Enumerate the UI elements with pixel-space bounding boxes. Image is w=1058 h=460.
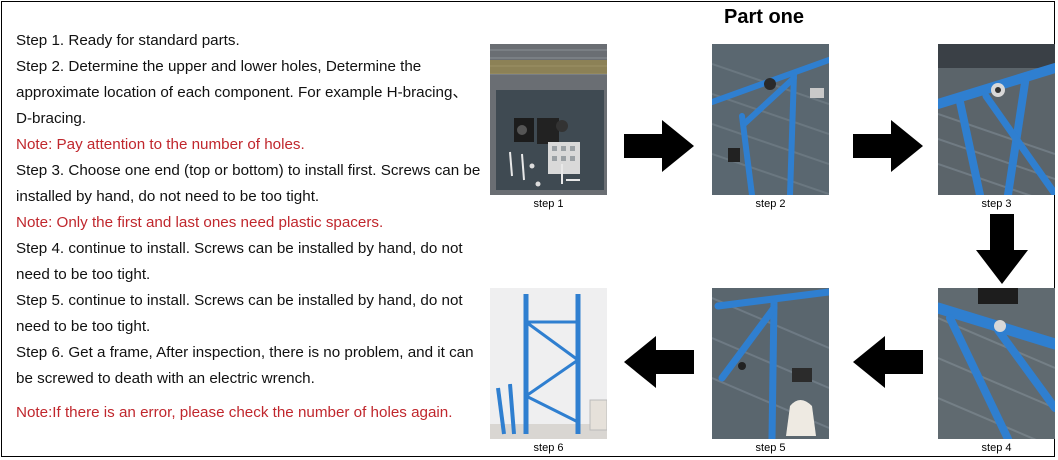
note-spacers: Note: Only the first and last ones need … (16, 214, 384, 231)
step-5-text-cont: need to be too tight. (16, 318, 151, 335)
step-1-card: step 1 (490, 44, 607, 210)
step-2-text: Step 2. Determine the upper and lower ho… (16, 58, 422, 75)
step-4-text-cont: need to be too tight. (16, 266, 151, 283)
note-error: Note:If there is an error, please check … (16, 404, 453, 421)
arrow-right-icon (853, 120, 923, 172)
step-6-card: step 6 (490, 288, 607, 454)
arrow-down-icon (976, 214, 1028, 284)
step-2-photo (712, 44, 829, 195)
step-3-photo (938, 44, 1055, 195)
step-2-text-cont: D-bracing. (16, 110, 87, 127)
step-5-photo (712, 288, 829, 439)
instructions: Step 1. Ready for standard parts. Step 2… (16, 28, 492, 426)
step-6-text: Step 6. Get a frame, After inspection, t… (16, 344, 474, 361)
note-holes: Note: Pay attention to the number of hol… (16, 136, 305, 153)
arrow-left-icon (624, 336, 694, 388)
step-3-card: step 3 (938, 44, 1055, 210)
step-3-caption: step 3 (981, 198, 1012, 210)
step-5-text: Step 5. continue to install. Screws can … (16, 292, 463, 309)
step-2-caption: step 2 (755, 198, 786, 210)
page-title: Part one (724, 6, 805, 28)
step-4-card: step 4 (938, 288, 1055, 454)
arrow-left-icon (853, 336, 923, 388)
step-1-photo (490, 44, 607, 195)
arrow-right-icon (624, 120, 694, 172)
step-4-text: Step 4. continue to install. Screws can … (16, 240, 463, 257)
step-1-caption: step 1 (533, 198, 564, 210)
step-6-photo (490, 288, 607, 439)
step-4-photo (938, 288, 1055, 439)
step-3-text-cont: installed by hand, do not need to be too… (16, 188, 320, 205)
step-5-caption: step 5 (755, 442, 786, 454)
spacer (16, 392, 492, 400)
step-4-caption: step 4 (981, 442, 1012, 454)
step-3-text: Step 3. Choose one end (top or bottom) t… (16, 162, 481, 179)
step-5-card: step 5 (712, 288, 829, 454)
step-2-card: step 2 (712, 44, 829, 210)
step-6-text-cont: be screwed to death with an electric wre… (16, 370, 315, 387)
step-2-text-cont: approximate location of each component. … (16, 84, 468, 101)
step-6-caption: step 6 (533, 442, 564, 454)
step-1-text: Step 1. Ready for standard parts. (16, 32, 240, 49)
